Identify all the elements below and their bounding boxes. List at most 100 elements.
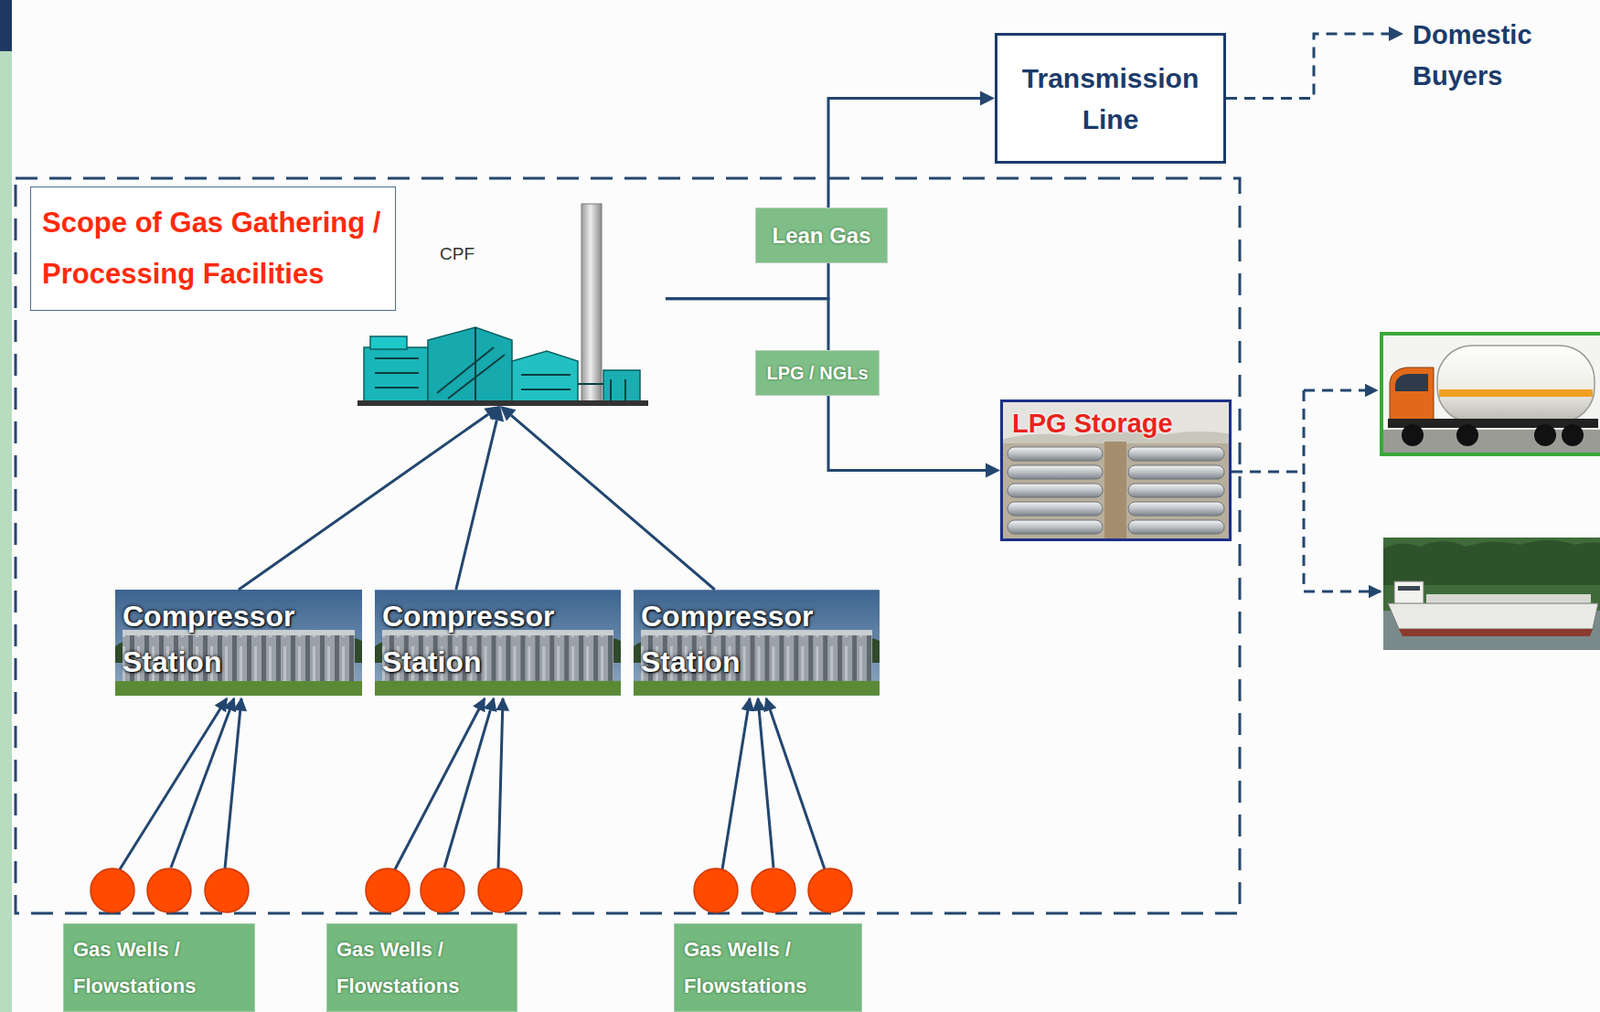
compressor-box: Compressor Station <box>633 589 880 696</box>
well-dot-part <box>204 868 249 913</box>
cpf-plant-part <box>357 400 649 406</box>
scope-region: Scope of Gas Gathering / Processing Faci… <box>15 178 1240 914</box>
well-dot-part <box>90 868 135 913</box>
arrow-head <box>500 405 516 421</box>
lpg-ship-picture-part <box>1383 537 1600 651</box>
lpg-ship-picture-part <box>1383 540 1600 586</box>
well-dot <box>90 868 853 913</box>
well-feed-lines-part <box>444 698 494 868</box>
flow-connector <box>238 405 501 590</box>
flow-connector <box>665 91 995 299</box>
dispatch-lines-part <box>1303 389 1377 393</box>
well-dot-part <box>365 868 410 913</box>
cpf-plant-part <box>374 327 626 403</box>
flow-line <box>456 420 498 590</box>
wells-box-text: Gas Wells / Flowstations <box>683 931 853 1005</box>
scope-region-text: Scope of Gas Gathering / Processing Faci… <box>30 186 396 311</box>
wells-box: Gas Wells / Flowstations <box>63 923 256 1012</box>
lpg-ship-picture-part <box>1397 586 1420 591</box>
wells-box: Gas Wells / Flowstations <box>326 923 518 1012</box>
arrow-head <box>980 91 995 107</box>
flow-connector <box>500 405 715 590</box>
well-feed-lines-part <box>757 698 774 868</box>
lpg-ship-picture-part <box>1387 603 1599 630</box>
scope-boundary <box>15 178 1240 914</box>
flow-line <box>511 415 715 590</box>
cpf-plant-part-part <box>374 358 419 388</box>
compressor-box: Compressor Station <box>374 589 621 696</box>
lpg-truck-picture-part <box>1561 424 1584 447</box>
flow-connector <box>665 298 1001 479</box>
well-dot-part <box>147 868 192 913</box>
arrow-head <box>985 463 1001 479</box>
flow-connector <box>456 405 504 590</box>
well-feed-lines-part <box>119 698 227 870</box>
cpf-plant-part <box>581 203 602 403</box>
lpg-truck-picture-part <box>1439 389 1593 397</box>
stream-tag: LPG / NGLs <box>755 350 880 396</box>
well-dot-part <box>420 868 465 913</box>
cpf-plant-part <box>512 351 578 403</box>
cpf-plant-part <box>427 327 512 403</box>
compressor-photo <box>633 589 880 696</box>
well-dot-part <box>693 868 738 913</box>
destination-text-text: Domestic Buyers <box>1412 14 1564 97</box>
wells-box-text: Gas Wells / Flowstations <box>336 931 508 1005</box>
well-dot-part <box>808 868 853 913</box>
arrow-head <box>1388 26 1404 42</box>
lpg-truck-picture <box>1381 333 1600 455</box>
cpf-plant-part-part <box>475 327 626 403</box>
cpf-plant-part <box>370 336 407 350</box>
cpf-plant-part-part <box>521 374 571 390</box>
well-feed-lines <box>119 698 825 870</box>
well-feed-lines-part <box>498 698 503 869</box>
storage-box: LPG Storage <box>1000 399 1232 542</box>
compressor-photo <box>115 589 363 696</box>
pipeline-box-text: Transmission Line <box>1006 57 1215 140</box>
flow-connector <box>1226 26 1404 99</box>
pipeline-box: Transmission Line <box>994 32 1227 164</box>
lpg-truck-picture-part <box>1389 367 1434 423</box>
well-dot-part <box>478 868 523 913</box>
well-feed-lines-part <box>170 698 235 868</box>
destination-text: Domestic Buyers <box>1403 14 1564 107</box>
stream-label: LPG / NGLs <box>766 362 868 384</box>
wells-box: Gas Wells / Flowstations <box>673 923 863 1012</box>
dispatch-lines-part <box>1302 390 1306 592</box>
compressor-box-text: Compressor Station <box>374 589 621 685</box>
side-strip <box>0 0 12 1012</box>
lpg-truck-picture-part <box>1381 333 1600 455</box>
well-feed-lines-part <box>224 698 242 869</box>
lpg-ship-picture-part <box>1394 581 1424 606</box>
side-strip-part <box>0 0 12 1012</box>
well-feed-lines-part <box>394 698 485 870</box>
flow-line <box>1226 33 1389 99</box>
flow-line <box>665 98 981 299</box>
lpg-truck-picture-part <box>1437 345 1595 423</box>
cpf-plant-part-part <box>437 347 505 399</box>
dispatch-lines-part <box>1231 470 1304 474</box>
storage-photo <box>1000 399 1232 542</box>
well-feed-lines-part <box>766 698 825 870</box>
wells-box-text: Gas Wells / Flowstations <box>73 931 246 1005</box>
side-strip-part <box>0 0 12 52</box>
compressor-box: Compressor Station <box>115 589 363 696</box>
cpf-plant-part <box>603 370 640 403</box>
dispatch-lines-part <box>1303 590 1381 594</box>
compressor-box-text: Compressor Station <box>633 589 880 685</box>
cpf-plant <box>357 203 649 406</box>
storage-box-text: LPG Storage <box>1002 402 1229 440</box>
lpg-ship-picture <box>1383 537 1600 651</box>
cpf-plant-part <box>363 347 428 403</box>
lpg-truck-picture-part <box>1456 424 1479 447</box>
stream-label: Lean Gas <box>771 223 871 249</box>
well-dot-part <box>751 868 796 913</box>
compressor-box-text: Compressor Station <box>115 589 363 685</box>
dispatch-lines <box>1231 390 1381 592</box>
flow-line <box>665 298 986 471</box>
lpg-truck-picture-part <box>1534 424 1557 447</box>
lpg-ship-picture-part <box>1398 629 1593 637</box>
lpg-truck-picture-part <box>1395 373 1429 392</box>
